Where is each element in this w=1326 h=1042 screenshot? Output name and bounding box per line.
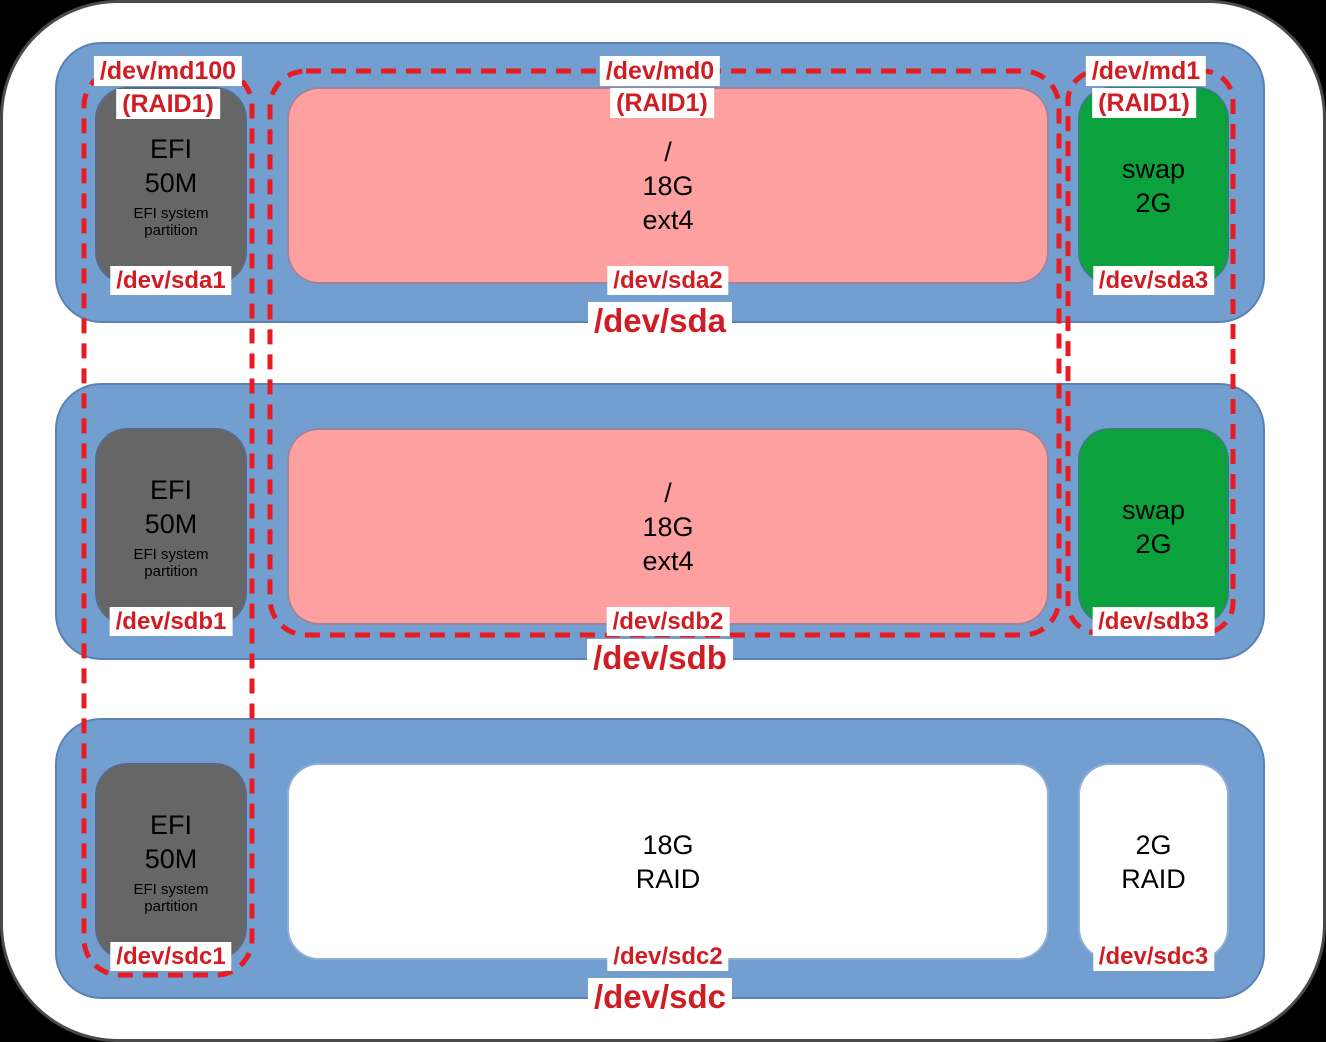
partition-sda1-description: EFI system partition (133, 205, 209, 239)
raid-md0-type: (RAID1) (610, 88, 714, 118)
raid-md1-type: (RAID1) (1092, 88, 1196, 118)
partition-sdb3-size: 2G (1135, 528, 1172, 559)
partition-sdc3-size: 2G (1135, 829, 1172, 860)
partition-sdc2-size: 18G (642, 829, 694, 860)
partition-sdb1-name: EFI (149, 475, 192, 505)
partition-sdb2-size: 18G (642, 511, 694, 542)
partition-sdb1-device-label: /dev/sdb1 (109, 607, 233, 636)
disk-sdb-label: /dev/sdb (587, 639, 733, 677)
disk-sdc: EFI 50M EFI system partition /dev/sdc1 1… (55, 718, 1265, 1016)
partition-sdb2-device-label: /dev/sdb2 (606, 607, 730, 636)
partition-sdc2: 18G RAID /dev/sdc2 (287, 763, 1049, 971)
raid-md0-label: /dev/md0 (599, 56, 721, 86)
partition-sda1-device-label: /dev/sda1 (110, 266, 232, 295)
partition-sdb3-device-label: /dev/sdb3 (1092, 607, 1215, 636)
partition-sdc1: EFI 50M EFI system partition /dev/sdc1 (95, 763, 247, 971)
partition-sdb2-mount: / (664, 477, 672, 508)
partition-sdb3-mount: swap (1121, 494, 1186, 525)
partition-sda3-device-label: /dev/sda3 (1092, 266, 1215, 295)
disk-sda-label: /dev/sda (587, 302, 733, 340)
partition-sda2-fs: ext4 (642, 204, 694, 235)
partition-sdb2-fs: ext4 (642, 545, 694, 576)
disk-sdb: EFI 50M EFI system partition /dev/sdb1 /… (55, 383, 1265, 677)
partition-sdc1-device-label: /dev/sdc1 (110, 942, 232, 971)
partition-sdc3-role: RAID (1121, 863, 1186, 894)
partition-sda1-size: 50M (144, 168, 198, 198)
partition-sda2-size: 18G (642, 170, 694, 201)
partition-sdb1: EFI 50M EFI system partition /dev/sdb1 (95, 428, 247, 636)
partition-sda2-mount: / (664, 136, 672, 167)
partition-sdb2: / 18G ext4 /dev/sdb2 (287, 428, 1049, 636)
partition-sda3-size: 2G (1135, 187, 1172, 218)
partition-sdc1-name: EFI (149, 810, 192, 840)
disk-sdc-label: /dev/sdc (587, 978, 733, 1016)
partition-sdc1-size: 50M (144, 844, 198, 874)
partition-sdb1-description: EFI system partition (133, 546, 209, 580)
partition-sdc1-description: EFI system partition (133, 881, 209, 915)
partition-sdc3-device-label: /dev/sdc3 (1092, 942, 1215, 971)
raid-md100-label: /dev/md100 (93, 56, 243, 86)
partition-sdc3: 2G RAID /dev/sdc3 (1078, 763, 1229, 971)
partition-sda2-device-label: /dev/sda2 (607, 266, 729, 295)
partition-sda3-mount: swap (1121, 153, 1186, 184)
partition-sdc2-device-label: /dev/sdc2 (607, 942, 729, 971)
raid-md1-label: /dev/md1 (1085, 56, 1207, 86)
partition-sdb1-size: 50M (144, 509, 198, 539)
partition-sdc2-role: RAID (635, 863, 701, 894)
partition-sda1-name: EFI (149, 134, 192, 164)
raid-md100-type: (RAID1) (116, 89, 220, 119)
partition-sdb3: swap 2G /dev/sdb3 (1078, 428, 1229, 636)
